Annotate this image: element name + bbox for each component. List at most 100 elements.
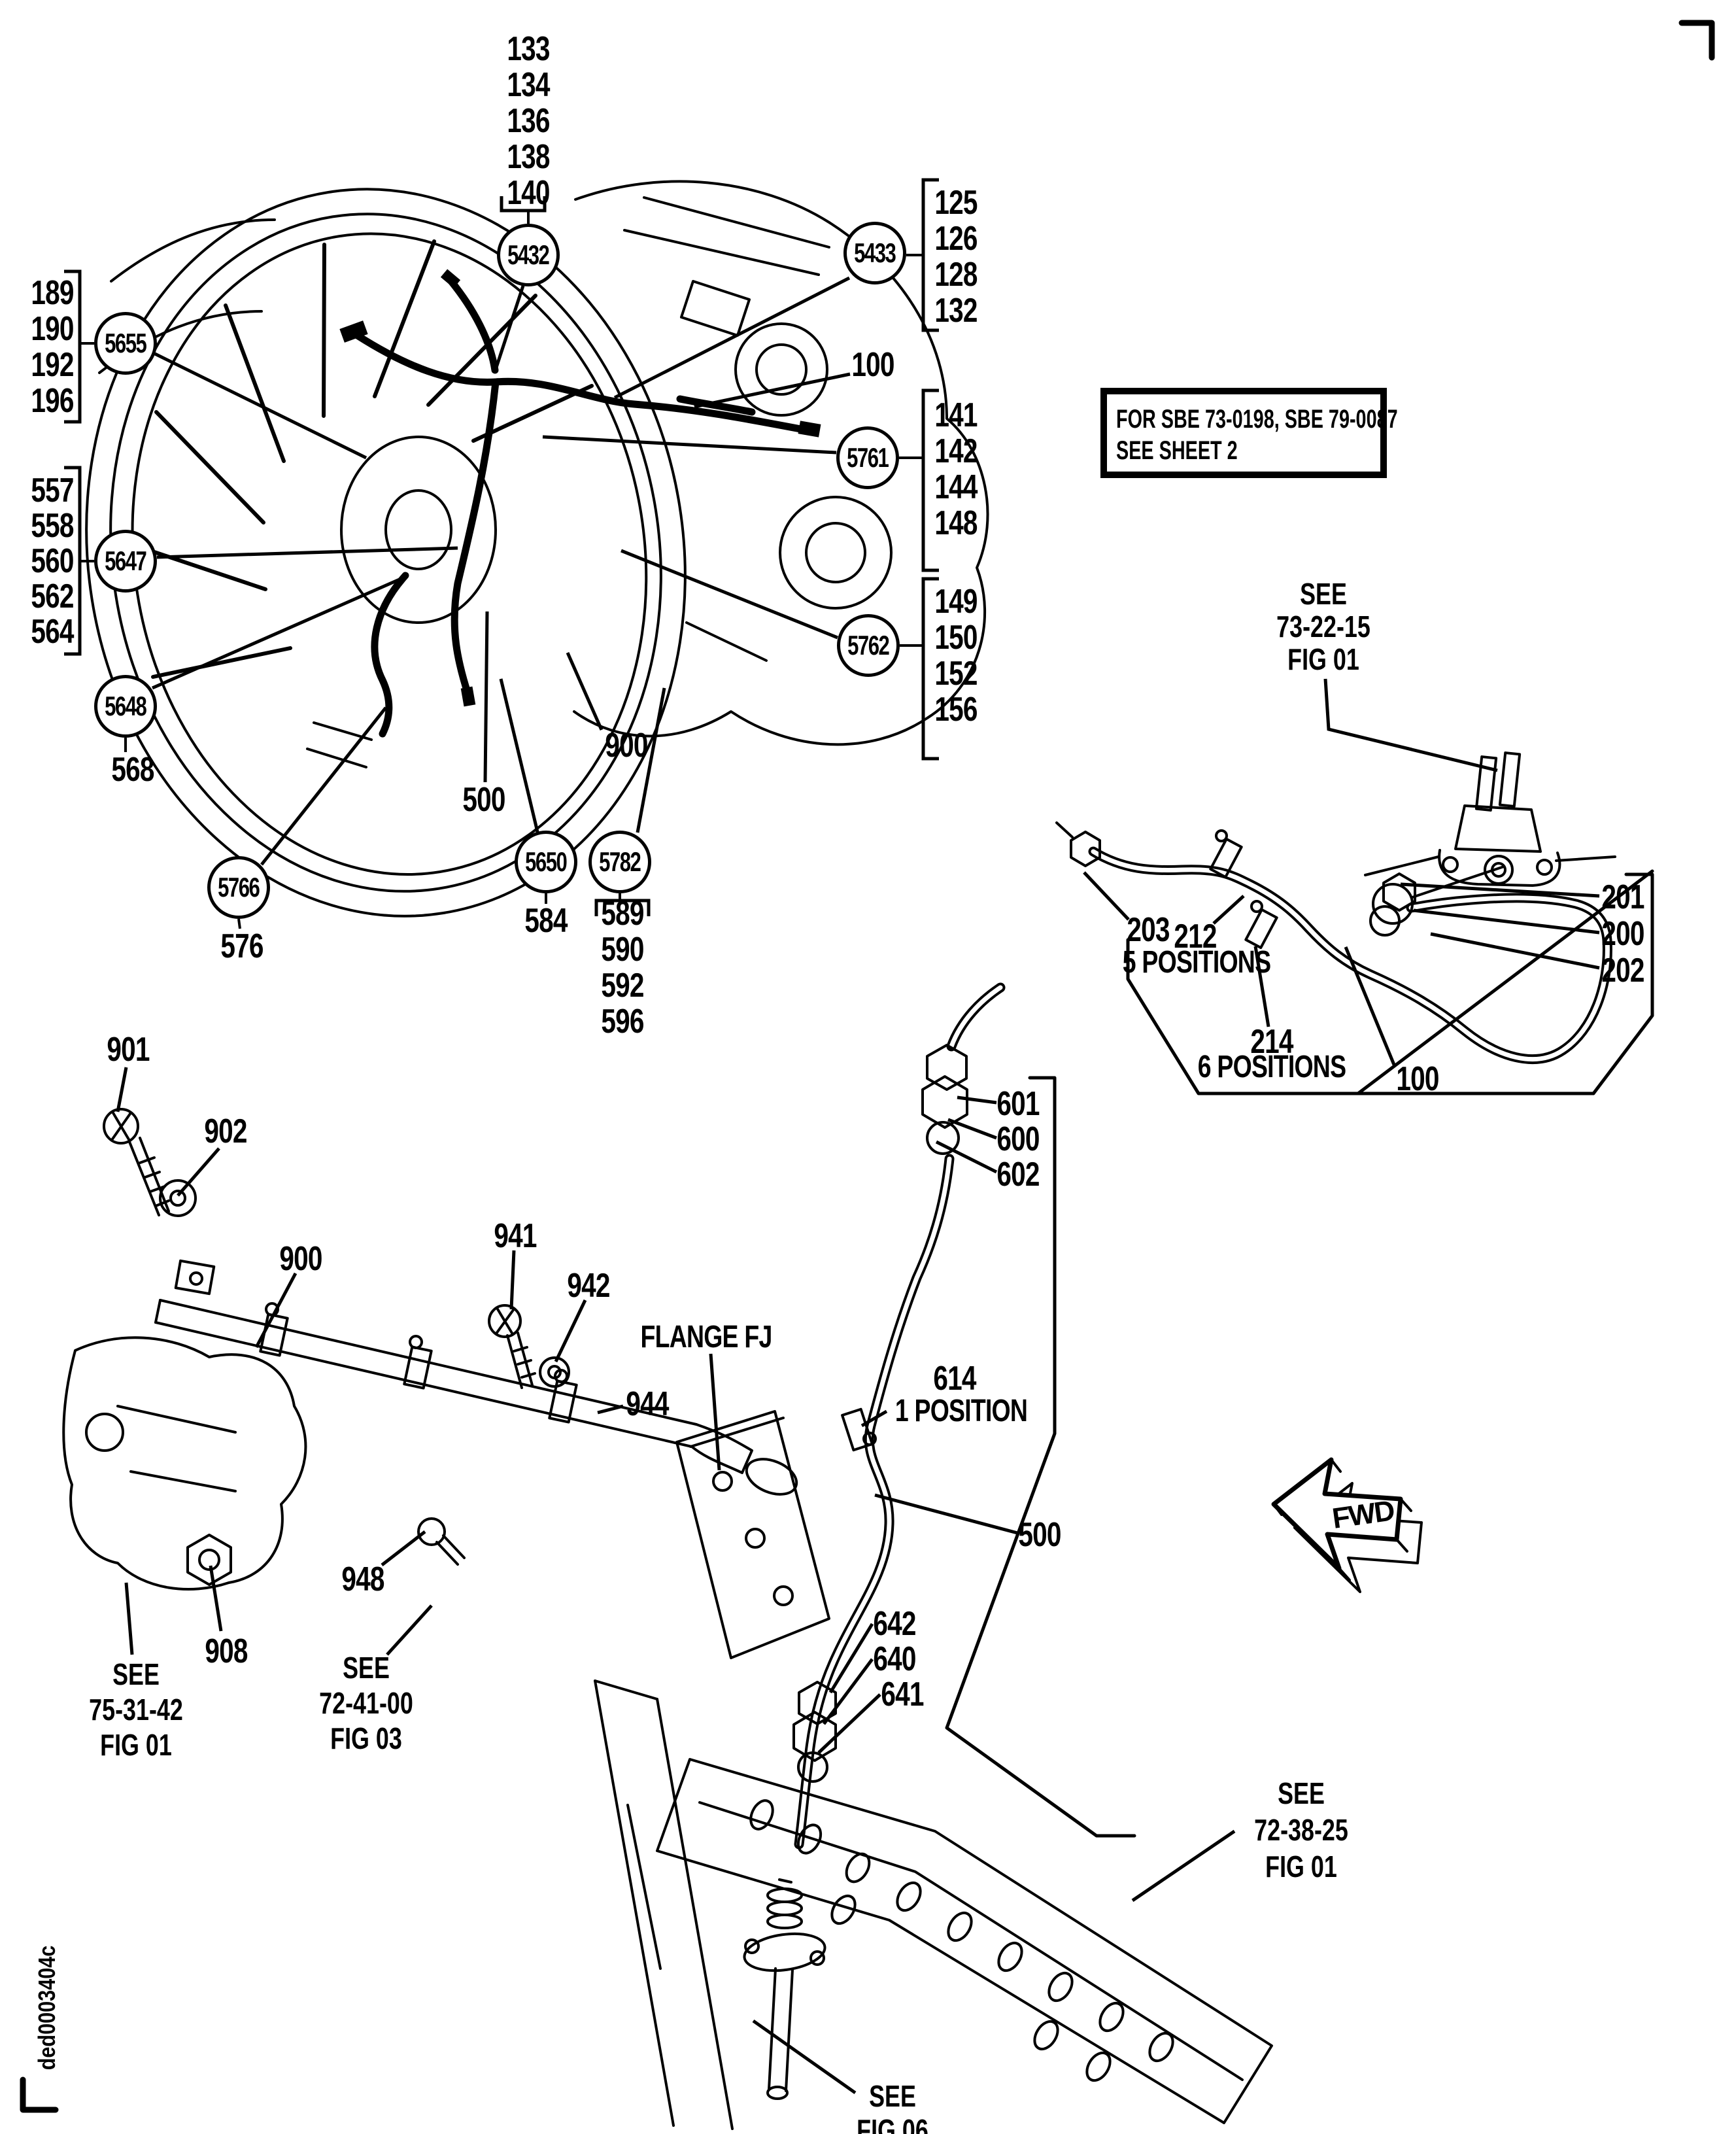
leader-ref-75-31-42	[124, 1582, 134, 1655]
stack-141-item-144: 144	[934, 468, 978, 506]
stack-589-item-596: 596	[601, 1003, 644, 1041]
bracket-1	[64, 269, 82, 424]
bolt-901	[103, 1108, 170, 1216]
ref-73-22-15-line-1: 73-22-15	[1276, 610, 1370, 644]
label-5-positions: 5 POSITIONS	[1122, 945, 1271, 980]
label-500: 500	[1018, 1516, 1061, 1554]
stack-589-item-589: 589	[601, 895, 644, 933]
leader-label-214	[1253, 946, 1270, 1027]
stack-149-item-152: 152	[934, 655, 978, 693]
label-500: 500	[462, 781, 505, 819]
stack-125-item-125: 125	[934, 184, 978, 222]
label-944: 944	[626, 1385, 669, 1423]
leader-label-500	[874, 1493, 1018, 1535]
stack-557-item-558: 558	[31, 507, 74, 545]
label-942: 942	[567, 1267, 610, 1305]
label-614: 614	[933, 1360, 976, 1398]
ref-72-38-25-line-1: 72-38-25	[1254, 1813, 1348, 1847]
leader-5647	[156, 546, 458, 559]
leader-label-212	[1212, 895, 1245, 925]
label-901: 901	[107, 1031, 150, 1069]
leader-label-200	[1413, 908, 1600, 935]
balloon-number: 5647	[105, 545, 147, 576]
label-100: 100	[1396, 1060, 1439, 1098]
label-641: 641	[881, 1676, 924, 1713]
ref-75-31-42-line-2: FIG 01	[100, 1728, 172, 1762]
balloon-number: 5782	[599, 846, 641, 877]
ref-75-31-42-line-0: SEE	[112, 1657, 160, 1691]
leader-ref-73-22-15	[1323, 678, 1498, 772]
leader-5433	[613, 276, 851, 400]
label-200: 200	[1601, 915, 1644, 953]
strut-holes	[749, 1799, 1174, 2082]
bracket-0	[921, 178, 939, 332]
label-642: 642	[873, 1605, 916, 1643]
label-941: 941	[494, 1217, 537, 1255]
leader-label-942	[554, 1299, 587, 1363]
label-640: 640	[873, 1640, 916, 1678]
leader-5432	[493, 285, 525, 372]
line-clamp	[1209, 829, 1243, 879]
stack-557-item-562: 562	[31, 577, 74, 615]
stack-189-item-192: 192	[31, 346, 74, 384]
balloon-5650: 5650	[515, 831, 577, 893]
balloon-number: 5762	[847, 630, 890, 661]
leader-5761	[542, 435, 837, 455]
leader-5650	[499, 678, 539, 833]
wiring-harness	[352, 277, 811, 738]
fuel-line-upper	[1055, 821, 1612, 1064]
callout-bracket-right	[945, 1076, 1136, 1838]
note-line-1: FOR SBE 73-0198, SBE 79-0087	[1116, 405, 1398, 434]
stack-125-item-128: 128	[934, 256, 978, 294]
stack-189-item-196: 196	[31, 382, 74, 420]
leader-label-900	[254, 1272, 298, 1349]
fuel-rail-illustration	[62, 1108, 830, 1659]
ref-75-31-42-line-1: 75-31-42	[89, 1693, 183, 1727]
label-203: 203	[1127, 911, 1170, 949]
fwd-arrow: FWD	[1271, 1457, 1423, 1593]
stack-557-item-560: 560	[31, 542, 74, 580]
label-908: 908	[205, 1632, 248, 1670]
balloon-number: 5433	[854, 237, 896, 268]
balloon-5762: 5762	[837, 614, 900, 677]
bracket-3	[921, 388, 939, 572]
leader-5762	[621, 549, 838, 640]
label-202: 202	[1601, 952, 1644, 990]
corner-mark-bottom-left	[20, 2076, 59, 2113]
figure-code: ded0003404c	[33, 1945, 60, 2071]
balloon-5655: 5655	[94, 312, 157, 375]
line-fitting-200	[1369, 872, 1416, 937]
label-600: 600	[996, 1120, 1040, 1158]
stack-125-item-126: 126	[934, 220, 978, 258]
label-214: 214	[1250, 1023, 1293, 1061]
leader-label-948	[381, 1530, 426, 1566]
balloon-5432: 5432	[497, 224, 560, 286]
leader-label-602	[935, 1140, 998, 1174]
label-568: 568	[111, 751, 154, 789]
leader-5782	[636, 687, 666, 833]
leader-ref-72-41-00	[386, 1604, 433, 1656]
stack-189-item-189: 189	[31, 274, 74, 312]
balloon-number: 5761	[847, 442, 889, 473]
leader-label-941	[509, 1250, 516, 1310]
label-1-position: 1 POSITION	[894, 1394, 1028, 1428]
flange-fj-plate	[675, 1410, 830, 1659]
fan-blades	[129, 239, 594, 679]
balloon-number: 5766	[218, 872, 260, 903]
bracket-4	[921, 577, 939, 761]
balloon-5766: 5766	[207, 856, 270, 919]
leader-label-900	[566, 651, 604, 731]
balloon-number: 5432	[507, 239, 550, 270]
ref-73-22-15-line-0: SEE	[1300, 577, 1347, 611]
label-601: 601	[996, 1085, 1040, 1123]
stack-589-item-590: 590	[601, 931, 644, 969]
balloon-5761: 5761	[836, 426, 899, 489]
ref-72-41-00-line-0: SEE	[343, 1651, 390, 1685]
stack-149-item-149: 149	[934, 583, 978, 621]
label-576: 576	[220, 927, 264, 965]
label-6-positions: 6 POSITIONS	[1197, 1050, 1346, 1084]
washer-902	[159, 1179, 197, 1217]
